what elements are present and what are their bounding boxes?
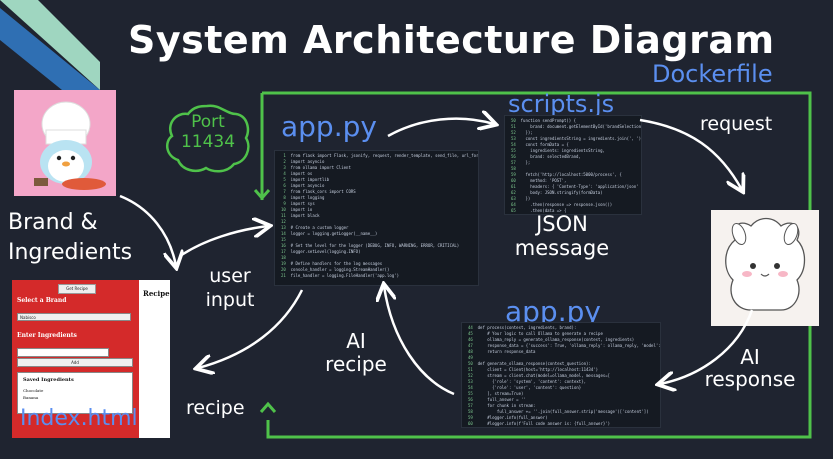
arrow-brand-ingredients bbox=[119, 194, 176, 266]
request-label: request bbox=[700, 113, 773, 135]
arrow-user-input bbox=[179, 226, 268, 258]
chef-penguin-icon bbox=[14, 90, 116, 196]
code-line: 55 ], stream=True) bbox=[468, 391, 524, 396]
code-line: 61 headers: { 'Content-Type': 'applicati… bbox=[511, 184, 642, 189]
code-line: 56 brand: selectedBrand, bbox=[511, 154, 581, 159]
code-line: 63 }) bbox=[511, 196, 531, 201]
code-line: 48 return response_data bbox=[468, 349, 536, 354]
code-line: 18 bbox=[281, 255, 291, 260]
code-line: 60 method: 'POST', bbox=[511, 178, 567, 183]
arrow-recipe bbox=[198, 289, 304, 368]
code-line: 54 const formData = { bbox=[511, 142, 569, 147]
code-line: 7 from flask_cors import CORS bbox=[281, 189, 356, 194]
code-line: 50 def generate_ollama_response(context_… bbox=[468, 361, 591, 366]
json-message-label: JSON message bbox=[514, 212, 610, 260]
code-line: 12 bbox=[281, 219, 291, 224]
code-line: 59 #logger.info(full_answer) bbox=[468, 415, 548, 420]
code-line: 11 import black bbox=[281, 213, 320, 218]
code-line: 16 # Set the level for the logger (DEBUG… bbox=[281, 243, 460, 248]
code-line: 17 logger.setLevel(logging.INFO) bbox=[281, 249, 361, 254]
arrow-ai-response bbox=[660, 309, 754, 384]
code-line: 10 import io bbox=[281, 207, 313, 212]
code-line: 52 stream = client.chat(model=ollama_mod… bbox=[468, 373, 611, 378]
code-line: 56 full_answer = '' bbox=[468, 397, 526, 402]
index-html-label: Index.html bbox=[20, 406, 138, 431]
code-line: 47 response_data = {'success': True, 'ol… bbox=[468, 343, 661, 348]
select-brand-heading: Select a Brand bbox=[17, 297, 67, 304]
code-line: 6 import asyncio bbox=[281, 183, 325, 188]
port-badge bbox=[165, 104, 250, 173]
app-py-code-panel: 1 from flask import Flask, jsonify, requ… bbox=[274, 150, 479, 286]
code-line: 58 full_answer += ''.join(full_answer.st… bbox=[468, 409, 649, 414]
code-line: 51 client = Client(host='http://localhos… bbox=[468, 367, 599, 372]
code-line: 57 for chunk in stream: bbox=[468, 403, 536, 408]
scripts-js-label: scripts.js bbox=[508, 90, 615, 118]
code-line: 2 import asyncio bbox=[281, 159, 325, 164]
diagram-title: System Architecture Diagram bbox=[128, 18, 775, 62]
code-line: 53 const ingredientsString = ingredients… bbox=[511, 136, 642, 141]
code-line: 55 ingredients: ingredientsString, bbox=[511, 148, 605, 153]
arrow-app-to-scripts bbox=[387, 119, 494, 138]
code-line: 9 import sys bbox=[281, 201, 315, 206]
code-line: 14 logger = logging.getLogger(__name__) bbox=[281, 231, 378, 236]
code-line: 59 fetch('http://localhost:5000/process'… bbox=[511, 172, 622, 177]
ai-response-label: AI response bbox=[704, 345, 796, 391]
code-line: 52 }); bbox=[511, 130, 533, 135]
recipe-heading: Recipe bbox=[143, 289, 170, 298]
port-label: Port 11434 bbox=[180, 112, 236, 152]
brand-ingredients-label: Brand & Ingredients bbox=[8, 210, 133, 265]
code-line: 50 function sendPrompt() { bbox=[511, 118, 577, 123]
ingredient-input[interactable] bbox=[17, 348, 109, 357]
saved-ingredient-item: Chocolate bbox=[23, 388, 44, 393]
scripts-js-code-panel: 50 function sendPrompt() {51 brand: docu… bbox=[504, 115, 642, 215]
saved-ingredients-box: Saved Ingredients Chocolate Banana bbox=[17, 372, 133, 414]
user-input-label: user input bbox=[205, 265, 255, 311]
brand-select[interactable]: Nabisco bbox=[17, 313, 131, 321]
code-line: 54 {'role': 'user', 'content': question} bbox=[468, 385, 582, 390]
arrow-request bbox=[639, 118, 742, 190]
app-py-bottom-code-panel: 44 def process(contest, ingredients, bra… bbox=[461, 322, 661, 428]
code-line: 5 import importlib bbox=[281, 177, 330, 182]
code-line: 64 .then(response => response.json()) bbox=[511, 202, 613, 207]
ai-recipe-label: AI recipe bbox=[325, 329, 387, 376]
code-line: 13 # Create a custom logger bbox=[281, 225, 349, 230]
code-line: 65 .then(data => { bbox=[511, 208, 567, 213]
saved-ingredient-item: Banana bbox=[23, 395, 39, 400]
code-line: 8 import logging bbox=[281, 195, 325, 200]
app-py-top-label: app.py bbox=[281, 110, 377, 143]
recipe-label: recipe bbox=[186, 397, 245, 419]
code-line: 46 ollama_reply = generate_ollama_respon… bbox=[468, 337, 635, 342]
dockerfile-label: Dockerfile bbox=[652, 60, 773, 88]
code-line: 60 #logger.info(f'Full code answer is: {… bbox=[468, 421, 611, 426]
add-button[interactable]: Add bbox=[17, 358, 133, 367]
get-recipe-button[interactable]: Get Recipe bbox=[58, 284, 96, 294]
code-line: 49 bbox=[468, 355, 478, 360]
corner-chevron-logo bbox=[0, 0, 100, 90]
index-html-page: Get Recipe Select a Brand Nabisco Enter … bbox=[12, 280, 170, 438]
arrow-ai-recipe bbox=[384, 286, 455, 396]
code-line: 62 body: JSON.stringify(formData) bbox=[511, 190, 603, 195]
code-line: 3 from ollama import Client bbox=[281, 165, 351, 170]
code-line: 1 from flask import Flask, jsonify, requ… bbox=[281, 153, 479, 158]
code-line: 20 console_handler = logging.StreamHandl… bbox=[281, 267, 390, 272]
code-line: 53 {'role': 'system', 'content': context… bbox=[468, 379, 587, 384]
code-line: 4 import os bbox=[281, 171, 313, 176]
code-line: 57 }; bbox=[511, 160, 531, 165]
code-line: 45 # Your logic to call Ollama to genera… bbox=[468, 331, 603, 336]
code-line: 51 brand: document.getElementById('brand… bbox=[511, 124, 642, 129]
code-line: 21 file_handler = logging.FileHandler('a… bbox=[281, 273, 400, 278]
enter-ingredients-heading: Enter Ingredients bbox=[17, 332, 77, 339]
saved-ingredients-heading: Saved Ingredients bbox=[23, 377, 74, 383]
code-line: 19 # Define handlers for the log message… bbox=[281, 261, 383, 266]
code-line: 15 bbox=[281, 237, 291, 242]
alpaca-icon bbox=[711, 210, 819, 326]
code-line: 58 bbox=[511, 166, 521, 171]
code-line: 44 def process(contest, ingredients, bra… bbox=[468, 325, 577, 330]
